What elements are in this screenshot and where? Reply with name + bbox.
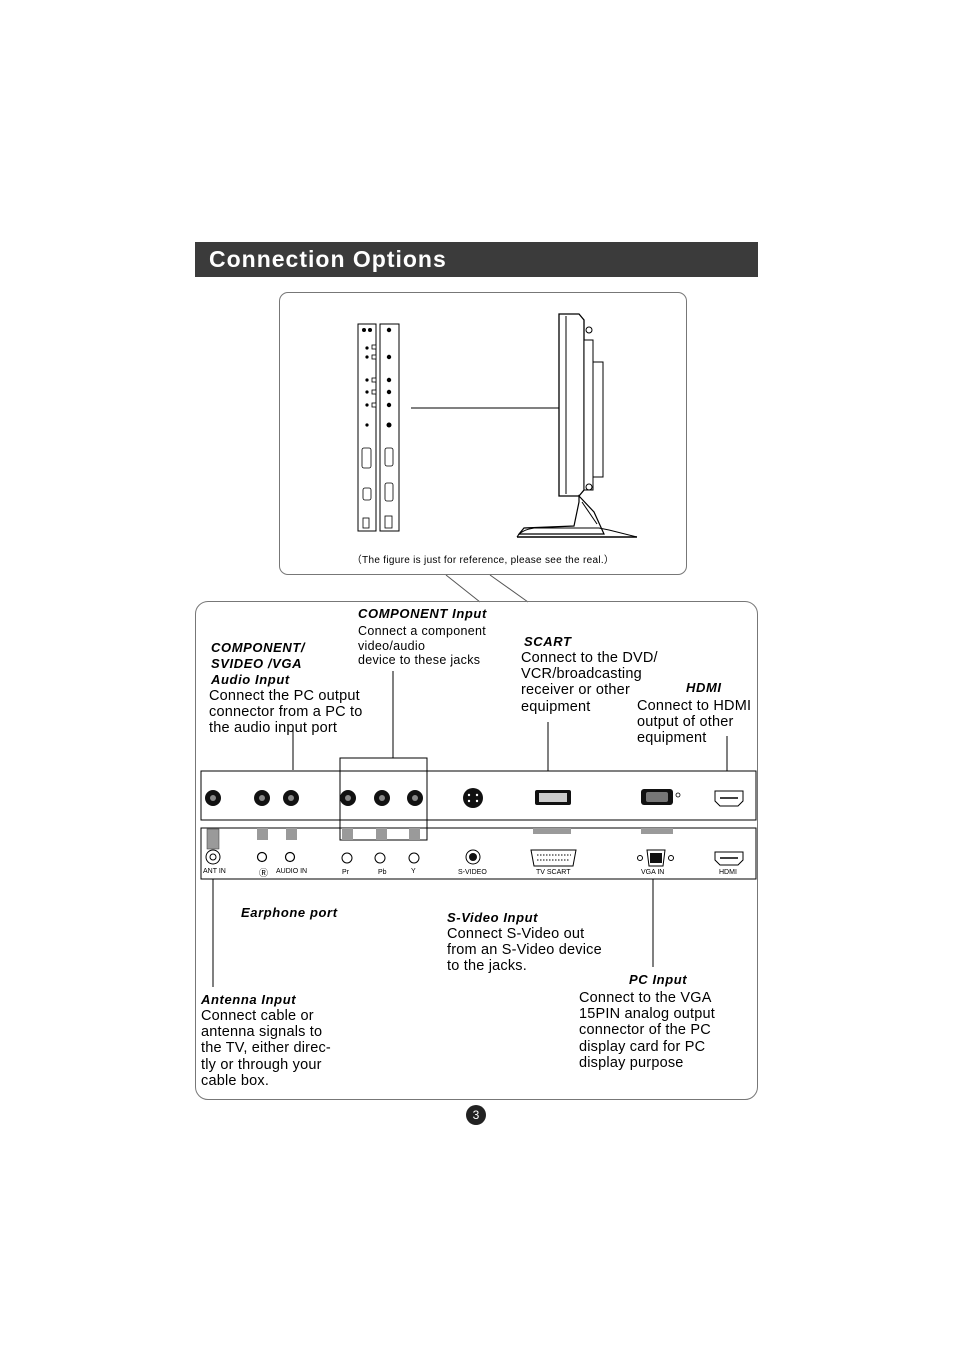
- headphone-icon: Ⓡ: [259, 868, 269, 878]
- section-header-bar: [195, 242, 758, 277]
- port-label-ant-in: ANT IN: [203, 868, 226, 875]
- component-input-label: COMPONENT Input: [358, 606, 487, 621]
- tv-reference-illustration: [357, 313, 638, 538]
- port-label-s-video: S-VIDEO: [458, 869, 487, 876]
- component-input-text: Connect a component video/audio device t…: [358, 624, 487, 667]
- audio-input-text: Connect the PC output connector from a P…: [209, 688, 363, 737]
- audio-input-label-line2: SVIDEO /VGA: [211, 656, 303, 671]
- antenna-input-label: Antenna Input: [201, 992, 297, 1007]
- audio-input-label-line3: Audio Input: [211, 672, 290, 687]
- pc-input-text: Connect to the VGA 15PIN analog output c…: [579, 990, 716, 1071]
- rear-port-diagram: [200, 671, 757, 987]
- s-video-input-label: S-Video Input: [447, 910, 539, 925]
- hdmi-label: HDMI: [686, 680, 722, 695]
- earphone-port-label: Earphone port: [241, 905, 338, 920]
- connection-detail-panel: [195, 601, 758, 1100]
- audio-input-label-line1: COMPONENT/: [211, 640, 306, 655]
- pc-input-label: PC Input: [629, 972, 688, 987]
- page-number: 3: [466, 1105, 486, 1125]
- page-title: Connection Options: [209, 246, 447, 272]
- reference-figure-panel: [279, 292, 687, 575]
- port-label-pr: Pr: [342, 869, 349, 876]
- hdmi-text: Connect to HDMI output of other equipmen…: [637, 698, 752, 747]
- callout-connector: [445, 574, 529, 603]
- port-label-vga-in: VGA IN: [641, 869, 665, 876]
- scart-text: Connect to the DVD/ VCR/broadcasting rec…: [521, 650, 658, 715]
- port-label-pb: Pb: [378, 869, 387, 876]
- port-label-hdmi: HDMI: [719, 869, 737, 876]
- s-video-input-text: Connect S-Video out from an S-Video devi…: [447, 926, 602, 975]
- port-label-audio-in: AUDIO IN: [276, 868, 308, 875]
- port-label-y: Y: [411, 868, 416, 875]
- antenna-input-text: Connect cable or antenna signals to the …: [201, 1008, 331, 1089]
- reference-note: （The figure is just for reference, pleas…: [351, 555, 615, 566]
- port-label-tv-scart: TV SCART: [536, 869, 571, 876]
- scart-label: SCART: [524, 634, 572, 649]
